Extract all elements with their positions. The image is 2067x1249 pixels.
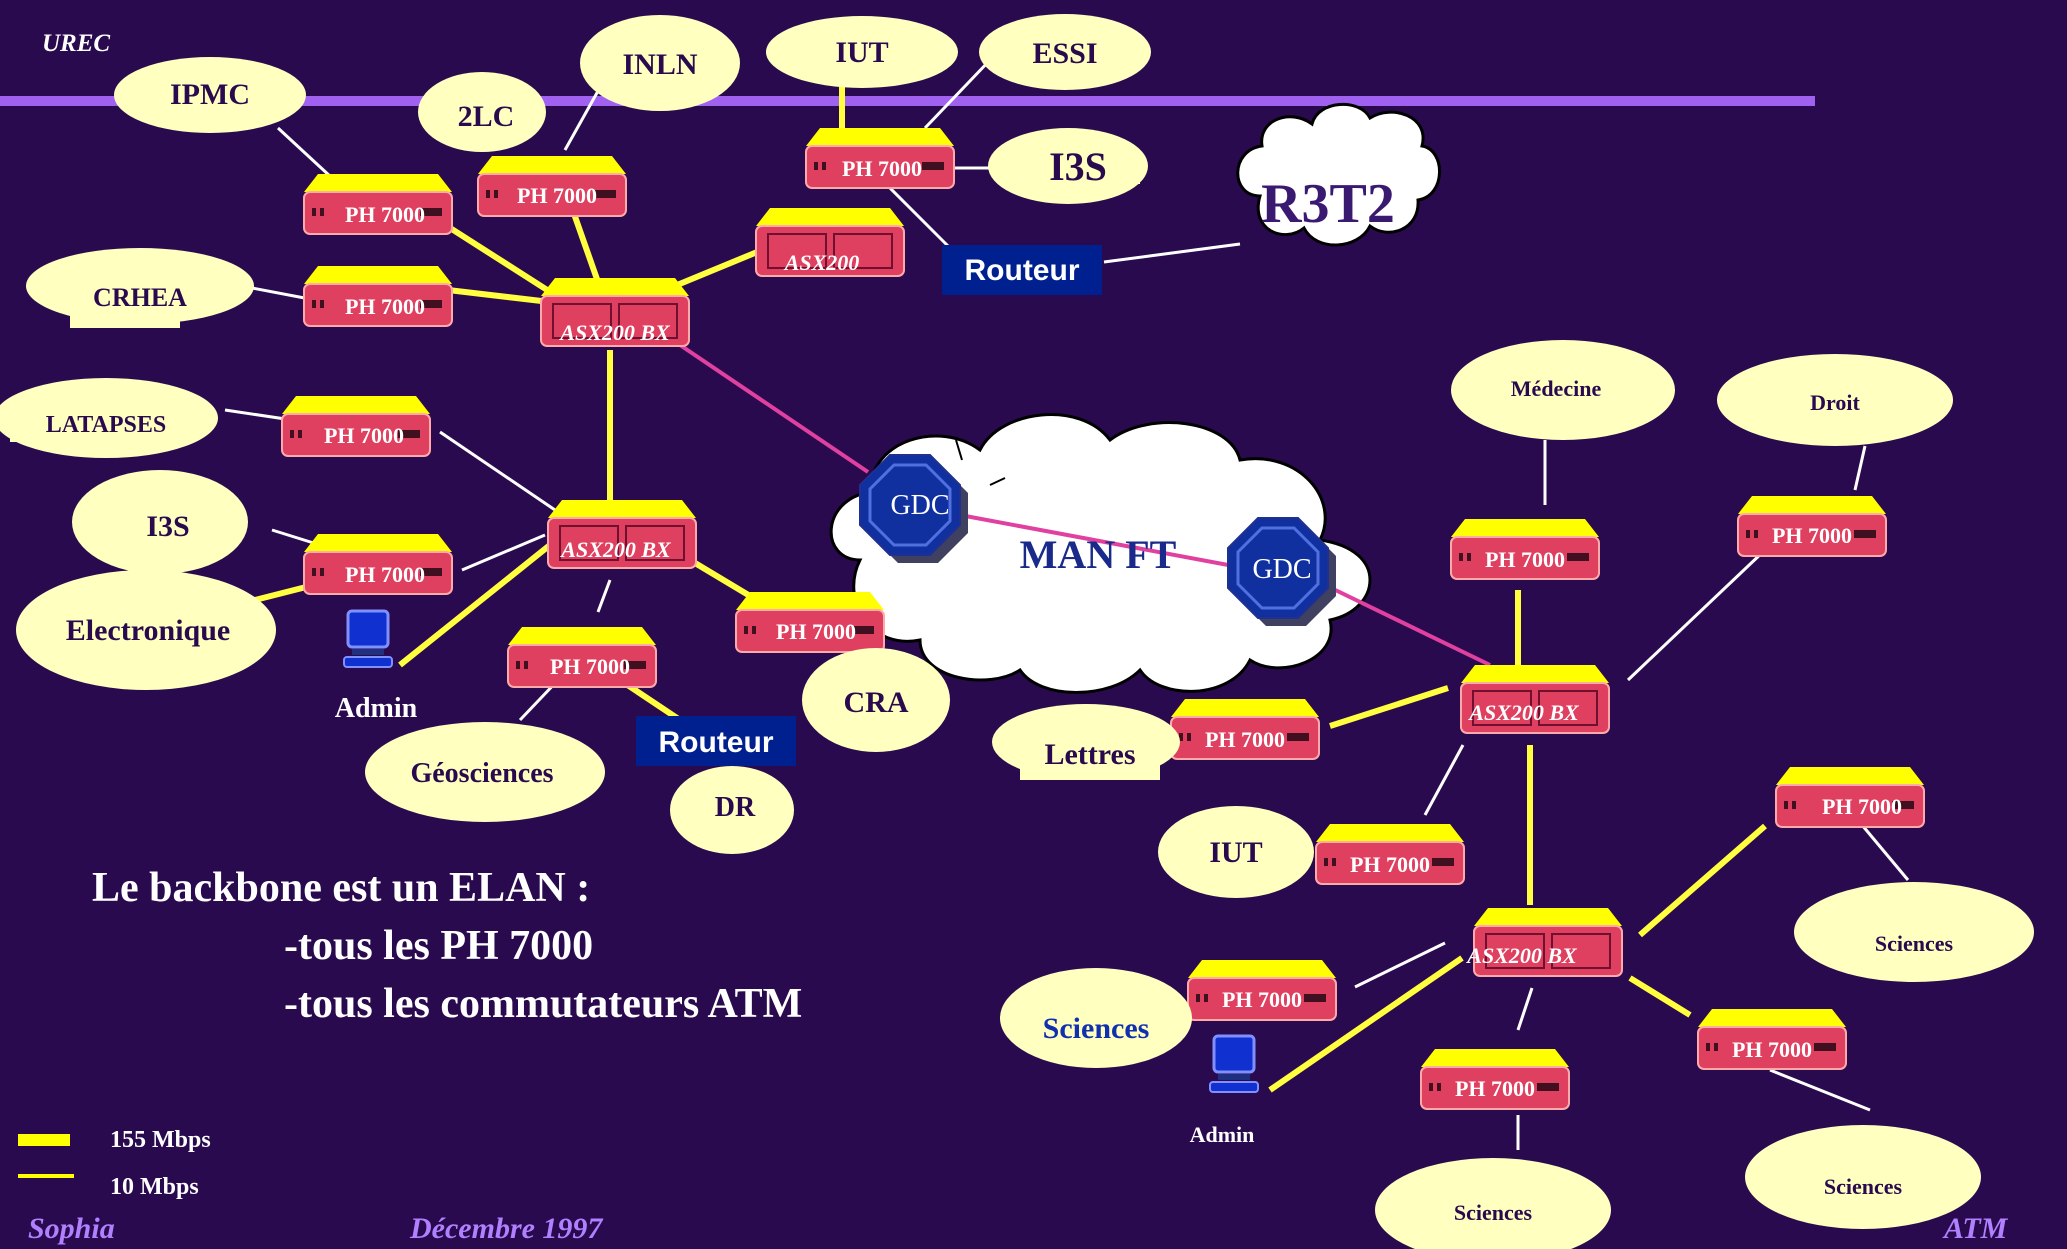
admin-pc-left: [342, 609, 394, 669]
header-bar: [0, 96, 1815, 106]
ph7000-label: PH 7000: [1350, 852, 1430, 877]
ph7000-label: PH 7000: [1772, 523, 1852, 548]
router-bottom: [636, 716, 796, 766]
admin-pc-right: [1208, 1034, 1260, 1094]
site-medecine: Médecine: [1511, 376, 1602, 401]
ph7000-label: PH 7000: [1732, 1037, 1812, 1062]
site-cra: CRA: [844, 686, 909, 719]
asx200bx-label: ASX200 BX: [1467, 700, 1580, 725]
r3t2-cloud: [1236, 103, 1441, 247]
site-lettres: Lettres: [1044, 738, 1135, 771]
site-iut-right: IUT: [1209, 836, 1262, 869]
asx200bx-label: ASX200 BX: [558, 320, 671, 345]
legend-bar-10: [18, 1174, 74, 1178]
asx200bx-label: ASX200 BX: [1465, 943, 1578, 968]
footer-left: Sophia: [28, 1212, 115, 1245]
site-geosciences: Géosciences: [410, 758, 553, 789]
admin-label: Admin: [1190, 1122, 1255, 1147]
site-sciences: Sciences: [1875, 931, 1954, 956]
elan-ph7000: -tous les PH 7000: [284, 923, 594, 969]
ph7000-label: PH 7000: [345, 294, 425, 319]
ph7000-label: PH 7000: [345, 202, 425, 227]
gdc-label: GDC: [890, 490, 949, 521]
footer-right: ATM: [1944, 1212, 2008, 1245]
ph7000-label: PH 7000: [345, 562, 425, 587]
gdc-label: GDC: [1252, 554, 1311, 585]
site-crhea: CRHEA: [93, 283, 187, 312]
site-iut-top: IUT: [835, 36, 888, 69]
site-droit: Droit: [1810, 390, 1860, 415]
ph7000-label: PH 7000: [1455, 1076, 1535, 1101]
router-top: [942, 245, 1102, 295]
legend-155-label: 155 Mbps: [110, 1127, 211, 1153]
asx200-label: ASX200: [783, 250, 860, 275]
footer-date: Décembre 1997: [410, 1212, 603, 1245]
ph7000-label: PH 7000: [776, 619, 856, 644]
ellipse-tabs: [10, 152, 1160, 780]
site-sciences: Sciences: [1454, 1200, 1533, 1225]
asx200bx-label: ASX200 BX: [559, 537, 672, 562]
site-ellipses: [0, 14, 2034, 1249]
ph7000-label: PH 7000: [517, 183, 597, 208]
elan-atm-switches: -tous les commutateurs ATM: [284, 981, 803, 1027]
yellow-links: [254, 66, 1767, 1093]
site-ipmc: IPMC: [170, 78, 250, 111]
site-essi: ESSI: [1032, 37, 1097, 70]
ph7000-label: PH 7000: [1485, 547, 1565, 572]
admin-label: Admin: [335, 693, 418, 724]
legend-10-label: 10 Mbps: [110, 1174, 199, 1200]
router-label: Routeur: [659, 726, 774, 759]
legend-bar-155: [18, 1134, 70, 1146]
site-sciences: Sciences: [1824, 1174, 1903, 1199]
site-2lc: 2LC: [458, 100, 515, 133]
man-ft-label: MAN FT: [1020, 532, 1177, 577]
site-sciences-blue: Sciences: [1043, 1012, 1150, 1045]
magenta-links: [678, 343, 1491, 667]
site-i3s-left: I3S: [146, 510, 189, 543]
site-inln: INLN: [622, 48, 697, 81]
ph7000-label: PH 7000: [1222, 987, 1302, 1012]
site-latapses: LATAPSES: [46, 412, 166, 438]
ph7000-label: PH 7000: [1822, 794, 1902, 819]
ph7000-label: PH 7000: [324, 423, 404, 448]
elan-title: Le backbone est un ELAN :: [92, 865, 591, 911]
r3t2-label: R3T2: [1261, 173, 1395, 235]
ph7000-label: PH 7000: [842, 156, 922, 181]
ph7000-label: PH 7000: [550, 654, 630, 679]
man-cloud: [829, 413, 1372, 694]
site-i3s-top: I3S: [1049, 144, 1107, 189]
router-label: Routeur: [965, 254, 1080, 287]
ph7000-label: PH 7000: [1205, 727, 1285, 752]
site-electronique: Electronique: [66, 614, 230, 647]
site-dr: DR: [715, 792, 756, 823]
urec-label: UREC: [42, 30, 111, 57]
